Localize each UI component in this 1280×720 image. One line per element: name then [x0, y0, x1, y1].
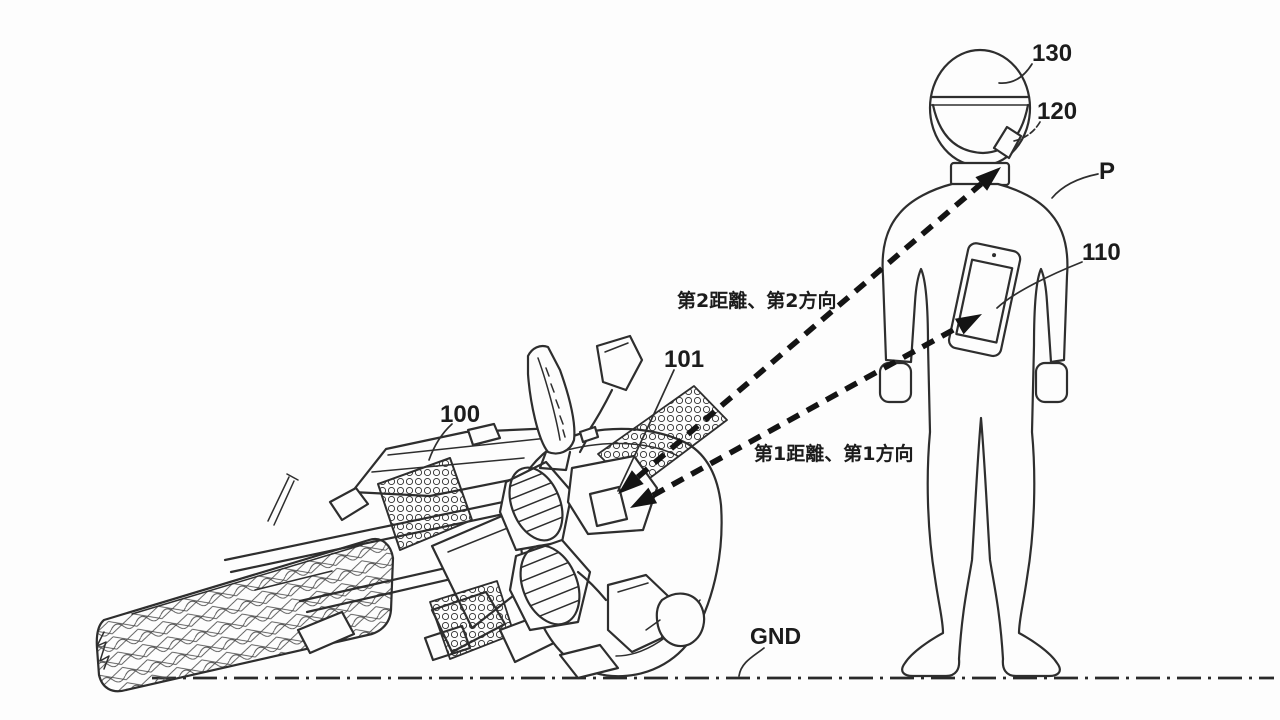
motorcycle-mirror-lower	[576, 570, 706, 654]
label-second-distance-direction: 第2距離、第2方向	[677, 289, 836, 312]
motorcycle-seat	[377, 457, 473, 551]
person-body-outline	[881, 182, 1069, 678]
person-illustration	[878, 48, 1069, 678]
leader-130	[998, 63, 1033, 84]
measurement-arrow-first	[630, 314, 982, 508]
label-person-p: P	[1099, 158, 1115, 185]
label-motorcycle-100: 100	[440, 401, 480, 428]
person-right-hand	[1034, 361, 1069, 404]
motorcycle-windshield	[526, 344, 576, 472]
leader-120	[1013, 121, 1041, 142]
leader-gnd	[738, 647, 765, 677]
motorcycle-rear-tire	[95, 537, 395, 693]
leader-p	[1051, 173, 1099, 199]
label-first-distance-direction: 第1距離、第1方向	[754, 442, 913, 465]
motorcycle-illustration	[95, 334, 728, 693]
label-helmet-device-120: 120	[1037, 98, 1077, 125]
leader-110	[996, 261, 1083, 309]
motorcycle-mirror-upper	[578, 334, 644, 454]
label-smartphone-110: 110	[1082, 239, 1121, 266]
label-ground-gnd: GND	[750, 623, 801, 649]
label-motorcycle-device-101: 101	[664, 346, 704, 373]
label-helmet-130: 130	[1032, 40, 1072, 67]
leader-101	[617, 369, 675, 492]
measurement-arrow-second	[618, 167, 1001, 494]
leader-lines	[428, 63, 1099, 677]
motorcycle-headlights	[498, 460, 592, 632]
leader-100	[428, 423, 453, 461]
helmet-device-120	[992, 125, 1023, 160]
